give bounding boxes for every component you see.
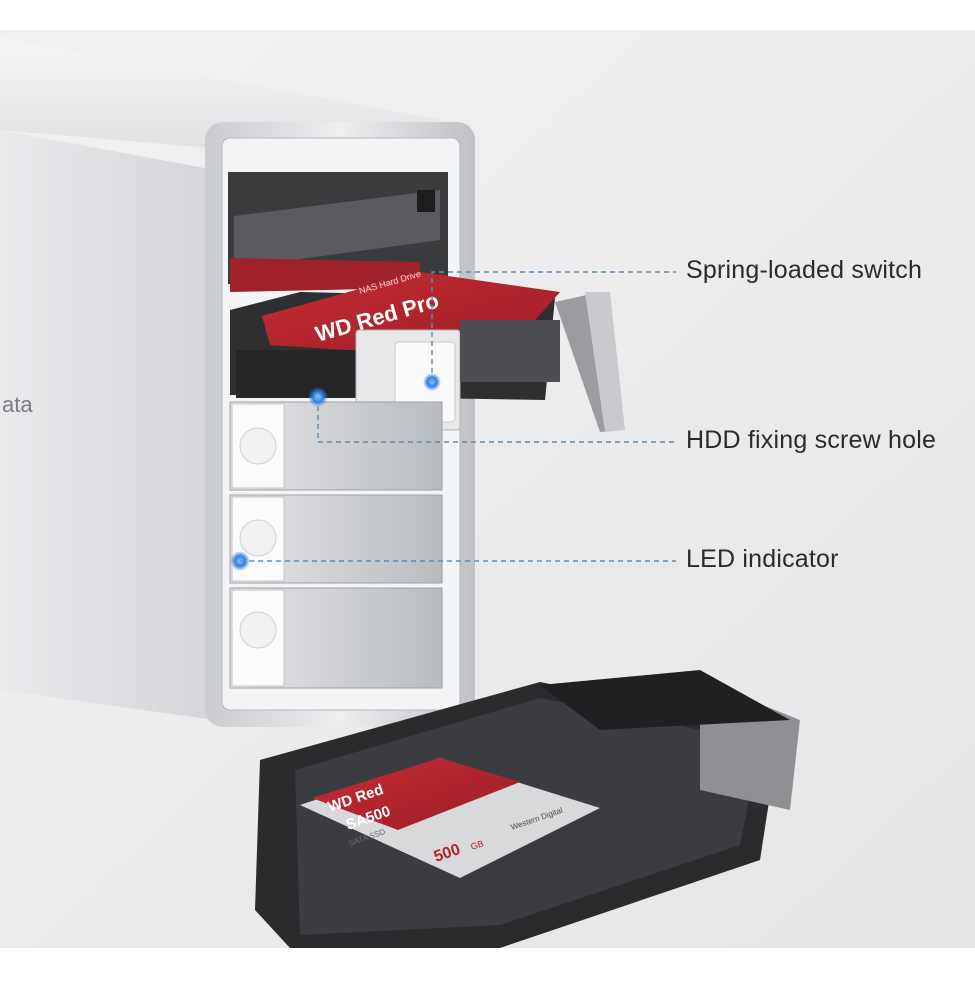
enclosure-side — [0, 130, 215, 720]
drive-bays — [229, 401, 443, 689]
ssd-adapter-tray: WD Red SA500 SATA SSD 500 GB Western Dig… — [255, 670, 800, 948]
callout-hdd-fixing-screw-hole: HDD fixing screw hole — [686, 426, 937, 454]
callout-led-indicator: LED indicator — [686, 545, 839, 573]
ssd-capacity-unit: GB — [469, 838, 485, 852]
product-photo: WD Red Pro NAS Hard Drive ata — [0, 30, 975, 948]
callout-spring-loaded-switch: Spring-loaded switch — [686, 256, 923, 284]
leader-lines — [240, 271, 676, 562]
brand-partial: ata — [2, 392, 33, 417]
